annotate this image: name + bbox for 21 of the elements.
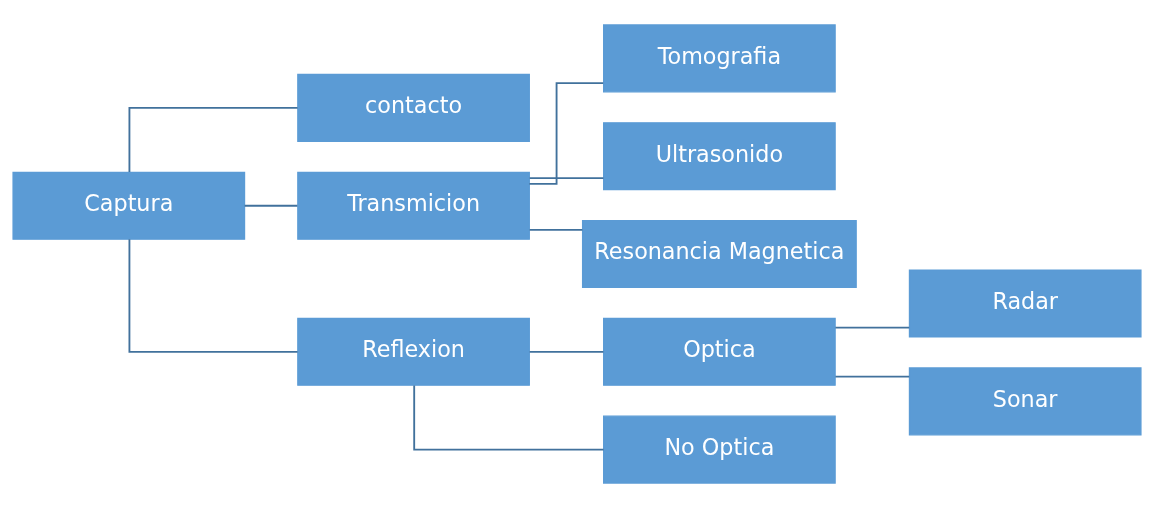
node-box: contacto bbox=[297, 73, 530, 142]
node-box: Ultrasonido bbox=[603, 122, 836, 191]
connector bbox=[528, 177, 605, 179]
node-box: Resonancia Magnetica bbox=[581, 219, 857, 289]
connector bbox=[834, 326, 911, 329]
node-box: Optica bbox=[603, 317, 836, 386]
node-box: Transmicion bbox=[297, 171, 530, 240]
connector bbox=[528, 228, 584, 231]
connector bbox=[128, 106, 299, 173]
node-box: Reflexion bbox=[297, 317, 530, 386]
node-box: No Optica bbox=[603, 415, 836, 484]
connector bbox=[834, 375, 911, 378]
connector bbox=[243, 204, 299, 207]
node-box: Captura bbox=[12, 171, 246, 240]
connector bbox=[413, 384, 605, 451]
node-box: Radar bbox=[908, 269, 1142, 338]
connector bbox=[128, 238, 299, 353]
connector bbox=[528, 82, 605, 185]
node-box: Sonar bbox=[908, 367, 1142, 436]
connector bbox=[528, 350, 605, 353]
node-box: Tomografia bbox=[603, 24, 836, 93]
